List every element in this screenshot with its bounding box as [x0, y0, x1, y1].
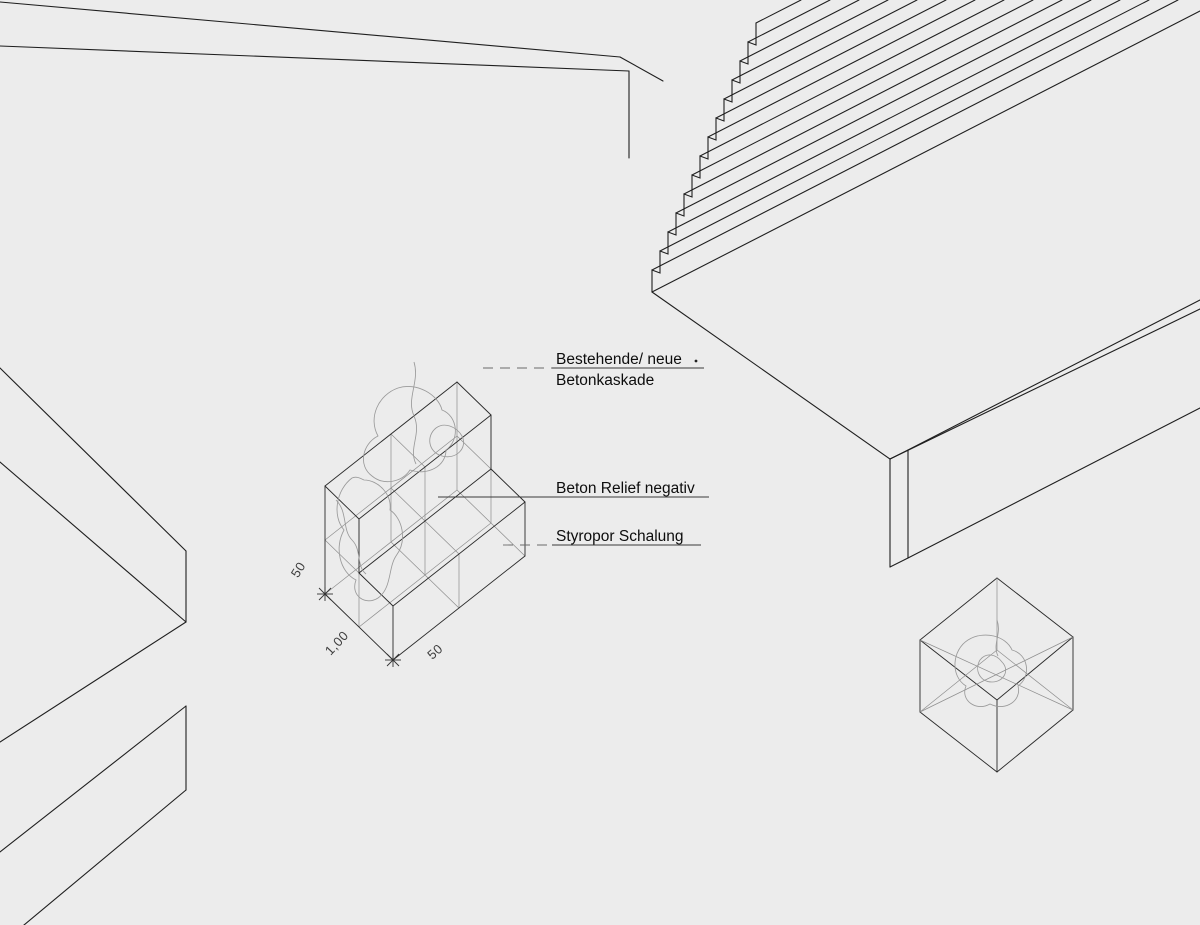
- cascade-outline: [324, 381, 526, 661]
- dimension-tick-left: [317, 587, 333, 601]
- cascade-label-line2: Betonkaskade: [556, 372, 654, 389]
- annotation-relief: Beton Relief negativ: [438, 480, 709, 498]
- stair-stringer: [889, 299, 1200, 559]
- annotation-cascade: Bestehende/ neue Betonkaskade: [483, 351, 704, 389]
- staircase: [651, 0, 1200, 568]
- wall-upper-left: [0, 1, 664, 159]
- wall-middle-left: [0, 367, 187, 623]
- detail-cube-relief: [954, 619, 1027, 707]
- stair-profile: [651, 22, 757, 293]
- annotation-formwork: Styropor Schalung: [503, 528, 701, 546]
- cascade-label-line1: Bestehende/ neue: [556, 351, 682, 368]
- cascade-structure: [324, 361, 526, 661]
- annotations: Bestehende/ neue Betonkaskade Beton Reli…: [438, 351, 709, 546]
- relief-curves: [335, 361, 464, 602]
- relief-label: Beton Relief negativ: [556, 480, 695, 497]
- formwork-label: Styropor Schalung: [556, 528, 684, 545]
- wall-lower-left: [0, 621, 187, 925]
- dimension-width-100: 1,00: [322, 628, 352, 658]
- dimension-height-50: 50: [288, 559, 309, 580]
- dimension-tick-front: [385, 653, 401, 667]
- dimension-depth-50: 50: [424, 641, 446, 662]
- detail-cube: [919, 577, 1074, 773]
- leader-end-dot: [694, 359, 698, 363]
- stair-newel-post: [889, 449, 909, 568]
- dimensions: 50 1,00 50: [288, 559, 446, 667]
